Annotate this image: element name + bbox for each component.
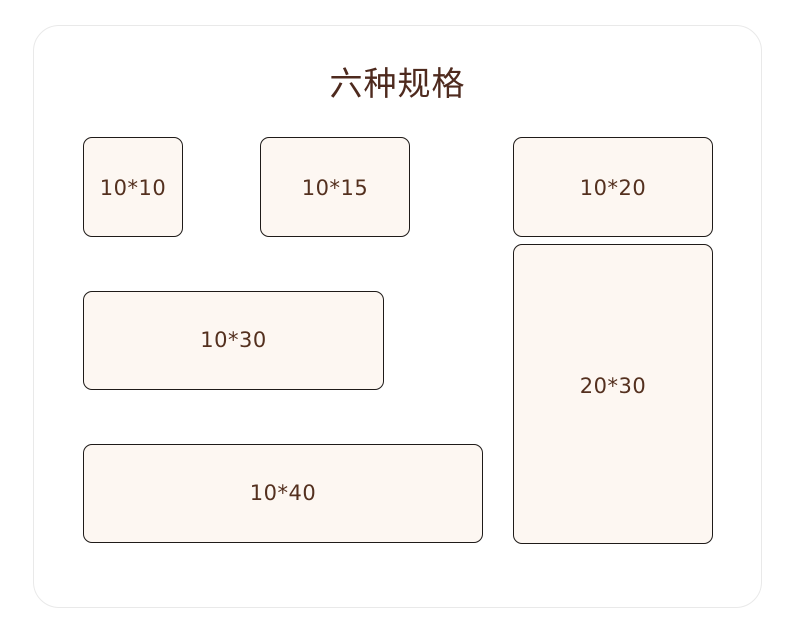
spec-option-10x40[interactable]: 10*40	[83, 444, 483, 543]
spec-option-10x10[interactable]: 10*10	[83, 137, 183, 237]
page-title: 六种规格	[329, 67, 466, 103]
spec-option-10x20[interactable]: 10*20	[513, 137, 713, 237]
spec-label: 10*20	[579, 175, 647, 200]
spec-label: 10*10	[99, 175, 167, 200]
spec-option-20x30[interactable]: 20*30	[513, 244, 713, 544]
spec-label: 20*30	[579, 373, 647, 398]
spec-label: 10*15	[301, 175, 369, 200]
spec-option-10x30[interactable]: 10*30	[83, 291, 384, 390]
spec-option-10x15[interactable]: 10*15	[260, 137, 410, 237]
spec-label: 10*40	[249, 481, 317, 505]
spec-card: 六种规格 10*10 10*15 10*30 10*40 10*20 20*30	[33, 25, 762, 608]
spec-label: 10*30	[200, 328, 267, 352]
